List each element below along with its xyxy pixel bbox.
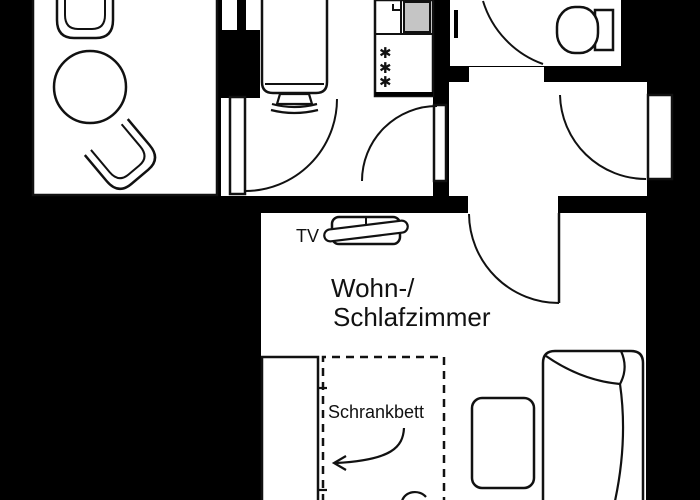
study-room-outline bbox=[31, 0, 219, 197]
room-name-line1: Wohn-/ bbox=[331, 273, 415, 303]
wall-study-alcove bbox=[218, 30, 260, 98]
stove-burner-icon: ✱ bbox=[379, 74, 392, 91]
alcove-door-leaf bbox=[228, 95, 247, 196]
sofa-backrest-edge bbox=[614, 383, 625, 500]
tv-screen bbox=[323, 219, 409, 243]
single-bed bbox=[260, 0, 329, 95]
bathroom-door-arc bbox=[482, 0, 544, 65]
stove-burner-icon: ✱ bbox=[379, 45, 392, 62]
wall-bed-cabinet bbox=[260, 355, 320, 500]
bathroom-door-jamb bbox=[454, 10, 458, 38]
sofa-outline bbox=[541, 349, 645, 500]
sofa-corner-curve bbox=[619, 350, 626, 385]
wall-living-top-left bbox=[0, 196, 468, 213]
side-chair-outer bbox=[83, 118, 157, 190]
alcove-door-arc bbox=[244, 98, 338, 192]
wall-bed-folded-out-outline bbox=[321, 355, 446, 500]
corridor-door-leaf bbox=[646, 93, 674, 181]
sofa-backrest-curve bbox=[545, 355, 621, 386]
living-door-arc bbox=[468, 213, 560, 304]
coffee-table bbox=[470, 396, 536, 490]
wall-entry-slot-divider bbox=[237, 0, 246, 30]
faucet-icon bbox=[392, 4, 400, 11]
bed-bench bbox=[275, 92, 314, 106]
room-name-line2: Schlafzimmer bbox=[333, 302, 491, 332]
toilet-bowl bbox=[555, 5, 600, 55]
sofa bbox=[541, 349, 645, 500]
wall-bed-label: Schrankbett bbox=[328, 402, 424, 422]
bottom-edge-object bbox=[401, 491, 427, 500]
round-table bbox=[52, 49, 128, 125]
wall-bed-arrow-curve bbox=[335, 427, 406, 465]
wall-bed-arrow-head bbox=[331, 455, 347, 471]
desk-chair-seat-line bbox=[64, 0, 106, 30]
corridor-floor bbox=[449, 82, 647, 196]
stove-front-edge bbox=[375, 92, 433, 96]
corridor-door-arc bbox=[559, 94, 647, 180]
stove-burner-icon: ✱ bbox=[379, 60, 392, 77]
bed-bench-rim-1 bbox=[271, 102, 318, 109]
desk-chair bbox=[55, 0, 115, 40]
side-chair-seat-line bbox=[90, 123, 146, 180]
wall-study-right-line bbox=[218, 96, 221, 198]
kitchenette: ✱ ✱ ✱ bbox=[373, 0, 435, 98]
living-doorway-gap bbox=[468, 196, 558, 213]
hallway-floor bbox=[220, 96, 433, 196]
side-chair bbox=[83, 118, 157, 190]
hall-door-arc bbox=[361, 105, 438, 182]
bed-bench-rim-2 bbox=[270, 108, 319, 115]
tv-label: TV bbox=[296, 226, 319, 246]
sink bbox=[403, 1, 431, 33]
bathroom-doorway-gap bbox=[469, 67, 544, 82]
wall-living-top-right bbox=[558, 196, 700, 213]
hall-door-leaf bbox=[432, 103, 448, 183]
